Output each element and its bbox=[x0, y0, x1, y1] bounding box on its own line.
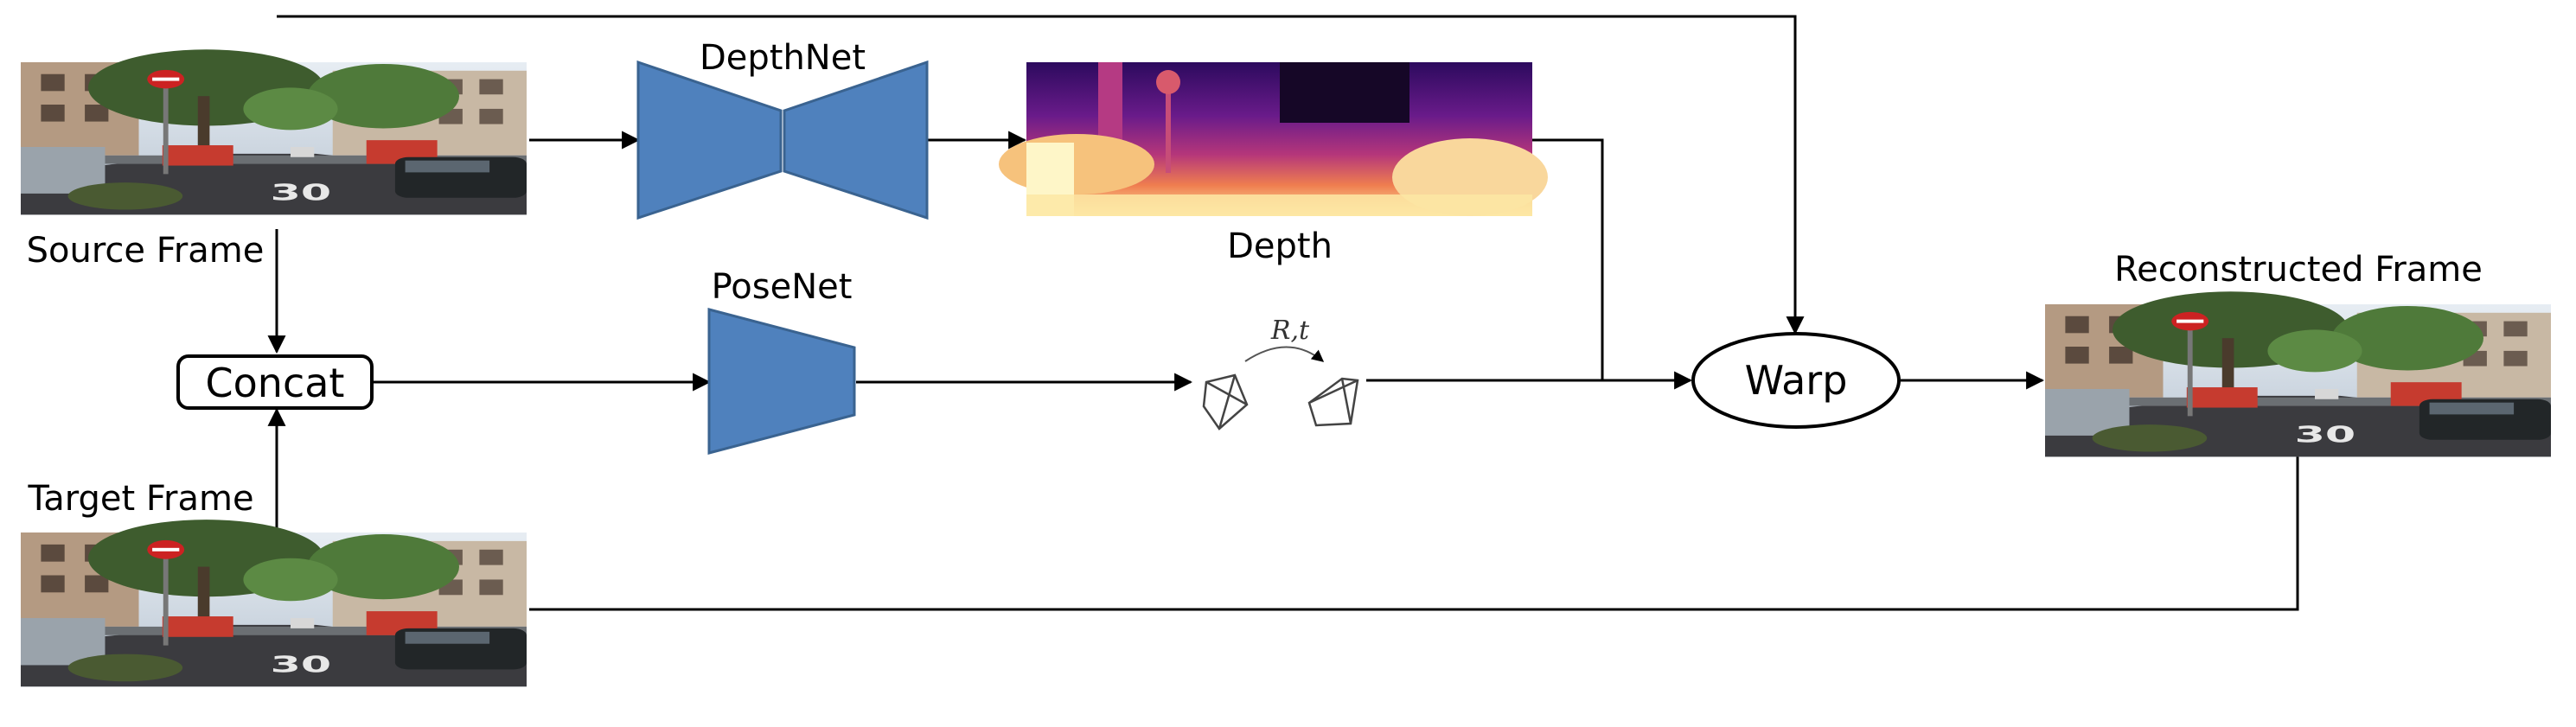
pose-arc-icon bbox=[1244, 346, 1325, 362]
posenet-label: PoseNet bbox=[712, 267, 853, 307]
reconstructed-frame-image bbox=[2045, 291, 2551, 456]
depthnet-encoder bbox=[636, 60, 783, 220]
warp-label: Warp bbox=[1745, 357, 1848, 404]
target-frame-image bbox=[21, 520, 527, 686]
edge-source-to-warp bbox=[277, 15, 1805, 335]
target-frame-label: Target Frame bbox=[27, 479, 253, 519]
edge-target-to-reconstructed bbox=[529, 456, 2299, 611]
warp-node: Warp bbox=[1691, 332, 1901, 429]
camera-frustum-icon bbox=[1202, 373, 1249, 430]
depthnet-label: DepthNet bbox=[700, 38, 866, 78]
edge-depth-to-warp bbox=[1532, 138, 1604, 380]
depth-map-image bbox=[999, 62, 1548, 216]
depth-label: Depth bbox=[1227, 226, 1333, 266]
pose-params-label: R,t bbox=[1270, 316, 1310, 346]
camera-frustum-icon bbox=[1307, 377, 1359, 427]
concat-label: Concat bbox=[206, 360, 345, 406]
source-frame-image bbox=[21, 49, 527, 214]
reconstructed-frame-label: Reconstructed Frame bbox=[2114, 250, 2483, 290]
concat-node: Concat bbox=[176, 354, 374, 410]
posenet-encoder bbox=[707, 308, 856, 455]
depthnet-decoder bbox=[783, 60, 929, 220]
source-frame-label: Source Frame bbox=[27, 231, 265, 271]
